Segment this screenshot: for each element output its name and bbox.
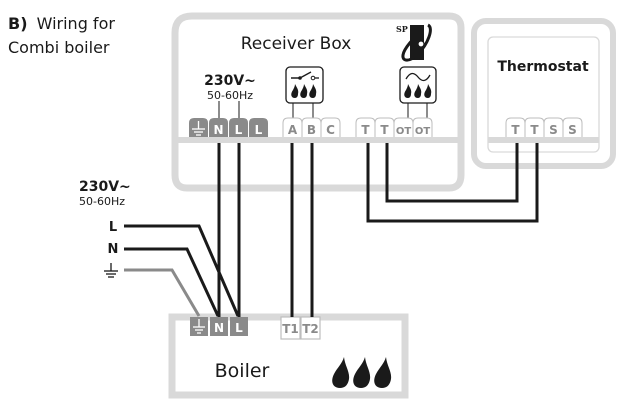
thermostat-terminal-strip xyxy=(488,137,599,143)
svg-text:OT: OT xyxy=(415,126,431,137)
mains-voltage: 230V~ xyxy=(79,179,131,195)
svg-text:C: C xyxy=(326,123,335,137)
terminal-b[interactable]: B xyxy=(301,117,322,137)
terminal-n[interactable]: N xyxy=(209,118,228,137)
terminal-ot-1[interactable]: OT xyxy=(393,117,414,137)
svg-text:S: S xyxy=(568,123,577,137)
opentherm-wave-flame-icon xyxy=(399,66,437,118)
thermostat-terminal-s-1[interactable]: S xyxy=(543,117,564,137)
terminal-earth[interactable] xyxy=(189,118,208,137)
svg-text:L: L xyxy=(235,321,243,335)
wire-mains-live xyxy=(124,224,240,317)
boiler-flames-icon xyxy=(332,357,392,388)
receiver-relay-terminals: A B C xyxy=(282,117,341,137)
terminal-c[interactable]: C xyxy=(320,117,341,137)
boiler-terminal-t2[interactable]: T2 xyxy=(300,316,321,340)
mains-earth-icon xyxy=(104,263,118,278)
thermostat-inner-panel xyxy=(487,36,600,153)
svg-text:T: T xyxy=(511,123,520,137)
thermostat-terminals: T T S S xyxy=(505,117,583,137)
thermostat-terminal-s-2[interactable]: S xyxy=(562,117,583,137)
receiver-box-label: Receiver Box xyxy=(241,34,352,54)
diagram-title-line1: B) Wiring for xyxy=(8,14,115,33)
boiler-label: Boiler xyxy=(215,360,270,382)
svg-text:N: N xyxy=(214,321,224,335)
boiler-terminal-t1[interactable]: T1 xyxy=(280,316,301,340)
mains-line-l: L xyxy=(109,220,117,235)
boiler-terminal-l[interactable]: L xyxy=(230,317,248,336)
mains-frequency: 50-60Hz xyxy=(79,195,125,208)
thermostat-terminal-t-2[interactable]: T xyxy=(524,117,545,137)
receiver-thermostat-terminals: T T OT OT xyxy=(355,117,433,137)
svg-text:T: T xyxy=(530,123,539,137)
terminal-t-2[interactable]: T xyxy=(374,117,395,137)
diagram-title-line2: Combi boiler xyxy=(8,38,110,57)
wire-mains-earth xyxy=(124,268,201,317)
terminal-l-1[interactable]: L xyxy=(229,118,248,137)
svg-text:T2: T2 xyxy=(302,322,319,336)
terminal-l-2[interactable]: L xyxy=(249,118,268,137)
thermostat-label: Thermostat xyxy=(497,59,589,75)
relay-switch-flame-icon xyxy=(285,66,324,118)
wire-t1-receiver-thermostat xyxy=(366,143,539,223)
svg-text:B: B xyxy=(307,123,316,137)
receiver-box-outline xyxy=(171,12,465,192)
logo-text: SP xyxy=(396,24,408,34)
svg-text:OT: OT xyxy=(396,126,412,137)
terminal-ot-2[interactable]: OT xyxy=(412,117,433,137)
svg-text:S: S xyxy=(549,123,558,137)
svg-text:T: T xyxy=(380,123,389,137)
wires xyxy=(124,143,539,317)
svg-text:L: L xyxy=(235,123,243,137)
svg-text:T: T xyxy=(361,123,370,137)
receiver-power-terminals: N L L xyxy=(189,118,268,137)
boiler-power-terminals: N L xyxy=(190,317,248,336)
thermostat-terminal-t-1[interactable]: T xyxy=(505,117,526,137)
boiler-terminal-earth[interactable] xyxy=(190,317,208,336)
svg-text:N: N xyxy=(213,123,223,137)
terminal-a[interactable]: A xyxy=(282,117,303,137)
thermostat-outline xyxy=(471,18,616,169)
svg-text:L: L xyxy=(255,123,263,137)
svg-text:T1: T1 xyxy=(282,322,299,336)
receiver-terminal-strip xyxy=(175,137,461,143)
title-text-1: Wiring for xyxy=(37,14,116,33)
receiver-frequency: 50-60Hz xyxy=(207,89,253,102)
wire-mains-neutral xyxy=(124,247,220,317)
receiver-voltage: 230V~ xyxy=(204,73,256,89)
svg-text:A: A xyxy=(288,123,298,137)
terminal-t-1[interactable]: T xyxy=(355,117,376,137)
boiler-control-terminals: T1 T2 xyxy=(280,316,321,340)
boiler-terminal-n[interactable]: N xyxy=(210,317,228,336)
mains-line-n: N xyxy=(108,242,119,257)
wire-t2-receiver-thermostat xyxy=(385,143,519,203)
title-prefix: B) xyxy=(8,14,28,33)
sp-logo-icon: SP xyxy=(396,23,432,62)
